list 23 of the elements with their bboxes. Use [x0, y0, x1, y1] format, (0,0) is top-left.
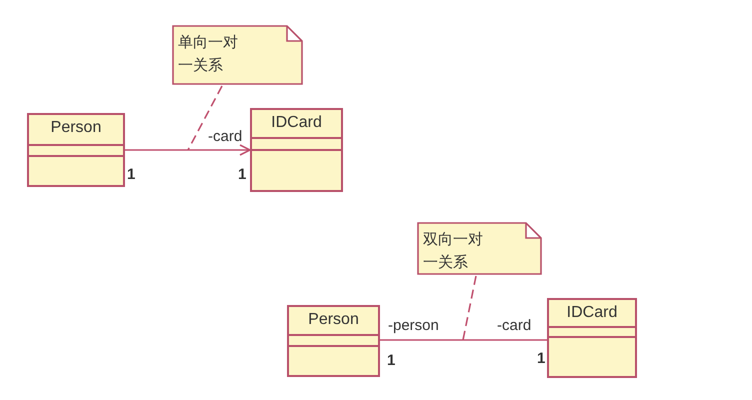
class-box [547, 298, 637, 378]
leader-line [187, 86, 223, 150]
role-label: -person [388, 317, 439, 334]
note-text: 单向一对一关系 [178, 32, 239, 76]
multiplicity-label: 1 [238, 166, 246, 183]
class-box [250, 108, 343, 192]
multiplicity-label: 1 [387, 352, 396, 369]
note-text: 双向一对一关系 [423, 229, 484, 273]
class-box [27, 113, 125, 187]
leader-line [462, 276, 477, 340]
association-arrow [125, 144, 251, 156]
class-name: IDCard [566, 304, 618, 322]
multiplicity-label: 1 [127, 166, 136, 183]
association-line [380, 339, 547, 341]
class-name: Person [50, 119, 102, 137]
multiplicity-label: 1 [537, 350, 546, 367]
note-box [172, 25, 303, 85]
note-box [417, 222, 542, 275]
class-name: IDCard [270, 114, 323, 132]
role-label: -card [497, 317, 532, 334]
class-box [287, 305, 380, 377]
role-label: -card [208, 128, 242, 145]
class-name: Person [307, 311, 360, 329]
